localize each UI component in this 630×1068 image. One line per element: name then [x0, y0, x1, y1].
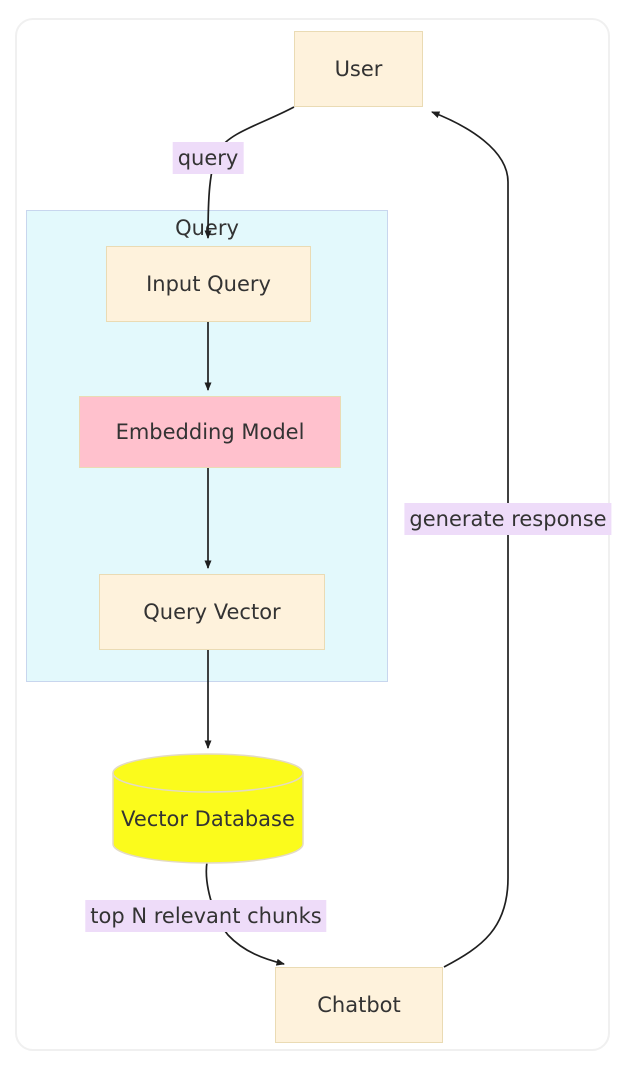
database-cylinder-icon — [112, 753, 304, 864]
node-embedding-model: Embedding Model — [79, 396, 341, 468]
subgraph-title: Query — [175, 216, 239, 240]
edge-label-top-n-relevant-chunks: top N relevant chunks — [85, 900, 327, 932]
node-query-vector-label: Query Vector — [143, 600, 281, 624]
node-user: User — [294, 31, 423, 107]
node-query-vector: Query Vector — [99, 574, 325, 650]
node-user-label: User — [334, 57, 383, 81]
edge-label-generate-response: generate response — [404, 503, 612, 535]
node-embedding-model-label: Embedding Model — [115, 420, 305, 444]
node-input-query: Input Query — [106, 246, 311, 322]
node-vector-database-label: Vector Database — [121, 807, 295, 831]
node-chatbot-label: Chatbot — [317, 993, 401, 1017]
edge-label-query: query — [172, 142, 244, 174]
node-input-query-label: Input Query — [146, 272, 271, 296]
node-vector-database: Vector Database — [112, 753, 304, 865]
node-chatbot: Chatbot — [275, 967, 443, 1043]
